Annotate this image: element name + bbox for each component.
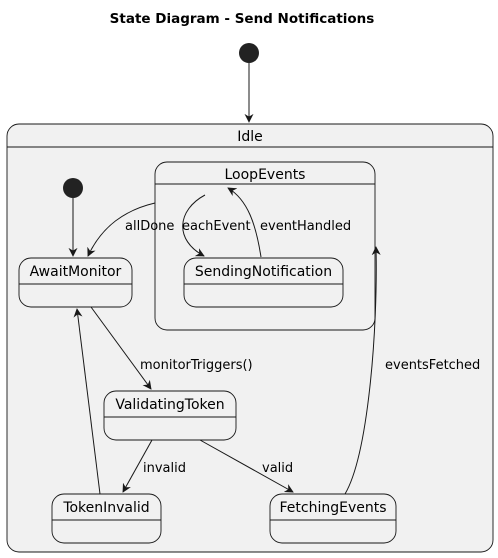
edge-all-done-label: allDone	[125, 219, 174, 234]
edge-events-fetched-label: eventsFetched	[385, 358, 480, 373]
state-loop-events-label: LoopEvents	[225, 167, 306, 183]
edge-each-event-label: eachEvent	[182, 219, 251, 234]
state-validating-token: ValidatingToken	[103, 390, 237, 441]
state-fetching-events-label: FetchingEvents	[279, 500, 386, 516]
edge-invalid-label: invalid	[143, 461, 186, 476]
initial-state-node	[239, 43, 259, 63]
state-idle-label: Idle	[237, 129, 263, 145]
edge-each-event	[182, 194, 206, 257]
state-sending-notification: SendingNotification	[183, 257, 344, 308]
edge-monitor-triggers-label: monitorTriggers()	[140, 358, 253, 373]
edge-event-handled	[227, 187, 262, 258]
edge-invalid	[122, 439, 153, 493]
edge-valid-label: valid	[262, 461, 293, 476]
state-token-invalid: TokenInvalid	[51, 493, 162, 544]
edge-monitor-triggers	[90, 306, 152, 390]
state-await-monitor: AwaitMonitor	[18, 257, 133, 308]
edge-all-done	[87, 202, 156, 257]
inner-initial-state-node	[63, 178, 83, 198]
edge-token-invalid-to-await-monitor	[73, 308, 101, 495]
diagram-title: State Diagram - Send Notifications	[110, 11, 375, 27]
edge-event-handled-label: eventHandled	[260, 219, 351, 234]
state-await-monitor-label: AwaitMonitor	[30, 264, 122, 280]
state-fetching-events: FetchingEvents	[269, 493, 397, 544]
edge-events-fetched	[344, 246, 381, 495]
state-validating-token-label: ValidatingToken	[115, 397, 224, 413]
edge-valid	[199, 439, 294, 493]
state-token-invalid-label: TokenInvalid	[62, 500, 149, 516]
state-sending-notification-label: SendingNotification	[195, 264, 332, 280]
